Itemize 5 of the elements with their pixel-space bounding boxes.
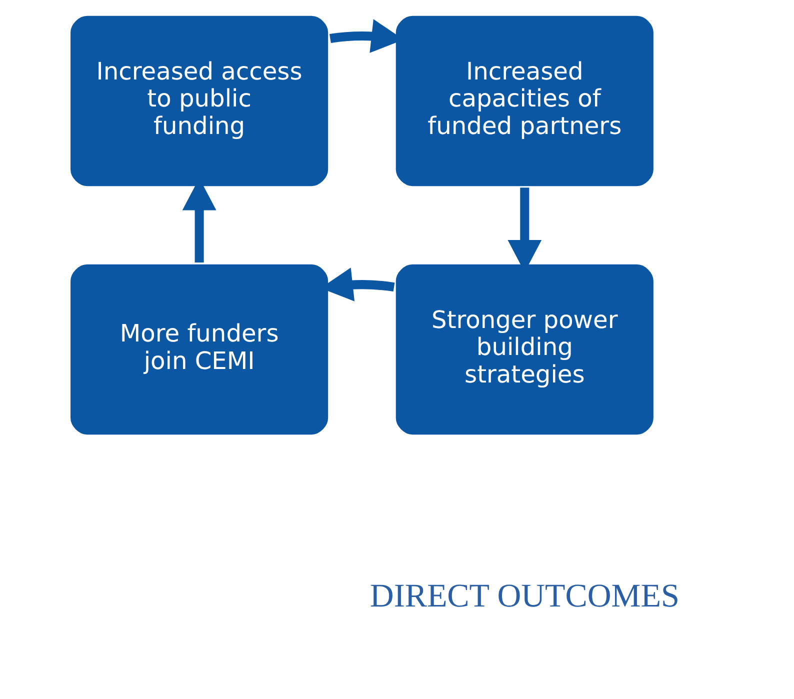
node-box: More funders join CEMI <box>68 261 332 438</box>
label: DIRECT OUTCOMES <box>370 577 680 614</box>
node-box: Increased access to public funding <box>68 12 332 190</box>
node-box: Stronger power building strategies <box>392 261 656 438</box>
node-box: Increased capacities of funded partners <box>392 12 656 190</box>
